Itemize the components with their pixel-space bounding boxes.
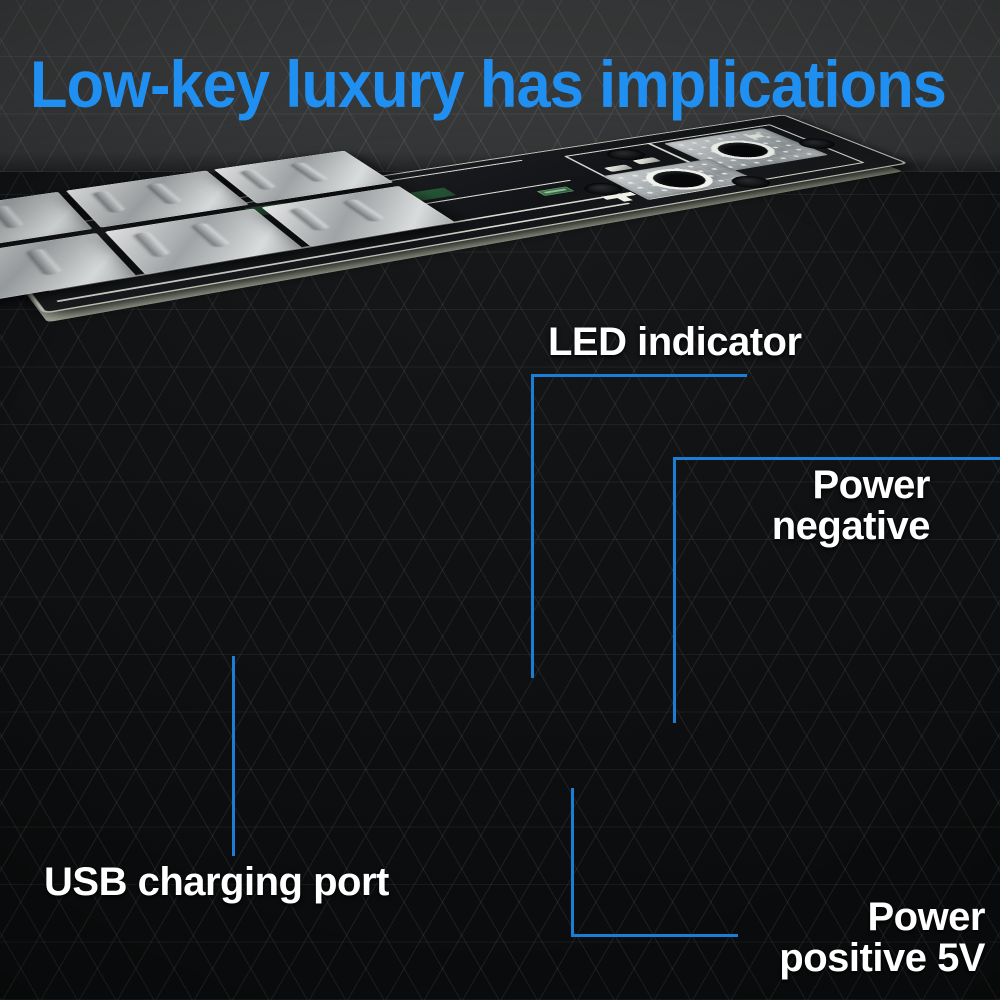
leader-line-usb-vertical [232,656,235,856]
leader-line-positive-horizontal [571,934,738,937]
leader-line-led-vertical [531,374,534,678]
leader-line-led-horizontal [531,374,747,377]
leader-line-negative-vertical [673,457,676,723]
callout-label-led-indicator: LED indicator [548,320,802,364]
leader-line-positive-vertical [571,788,574,937]
leader-line-negative-horizontal [673,457,1000,460]
page-title: Low-key luxury has implications [30,47,947,121]
callout-label-power-positive: Power positive 5V [779,895,985,980]
callout-label-usb-charging-port: USB charging port [44,860,389,904]
callout-label-power-negative: Power negative [771,463,931,548]
